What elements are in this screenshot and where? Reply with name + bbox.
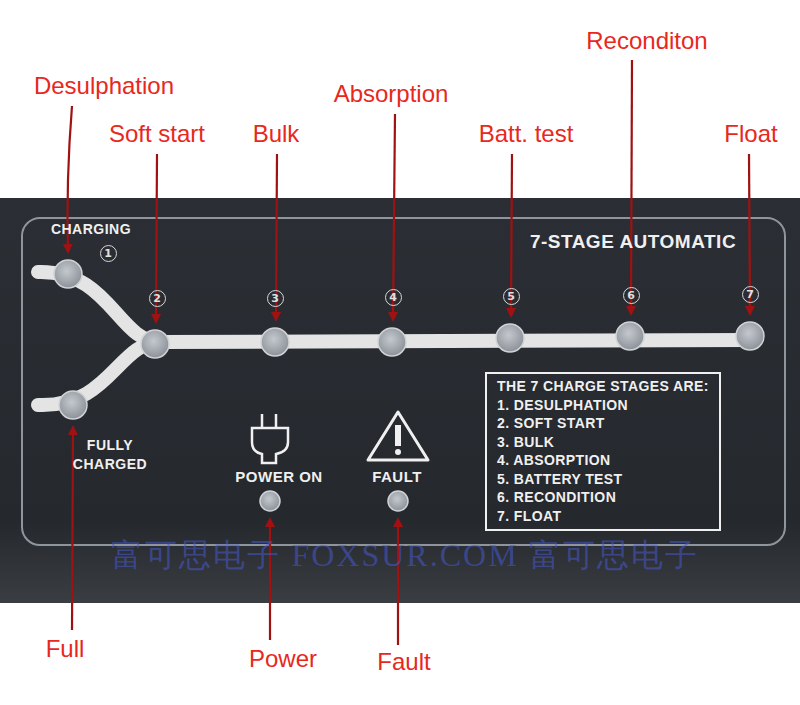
list-item: 4. ABSORPTION <box>497 451 709 470</box>
list-item: 6. RECONDITION <box>497 488 709 507</box>
led-lamps <box>54 260 764 511</box>
stage-number: 7 <box>742 286 759 303</box>
callout-label: Fault <box>377 648 430 676</box>
callout-label: Full <box>46 635 85 663</box>
callout-label: Float <box>724 120 777 148</box>
stage-number: 3 <box>267 290 284 307</box>
stage-number: 6 <box>623 287 640 304</box>
stage-list-box: THE 7 CHARGE STAGES ARE:1. DESULPHATION2… <box>485 372 721 531</box>
stage-number: 4 <box>385 289 402 306</box>
callout-label: Bulk <box>253 120 300 148</box>
stage-number: 1 <box>100 245 117 262</box>
panel-text: FULLY CHARGED <box>62 436 158 474</box>
list-heading: THE 7 CHARGE STAGES ARE: <box>497 377 709 396</box>
list-item: 2. SOFT START <box>497 414 709 433</box>
stage-track <box>38 272 752 405</box>
callout-arrows <box>68 60 751 645</box>
panel-ground <box>0 198 800 603</box>
list-item: 7. FLOAT <box>497 507 709 526</box>
list-item: 5. BATTERY TEST <box>497 470 709 489</box>
callout-label: Batt. test <box>479 120 574 148</box>
callout-label: Power <box>249 645 317 673</box>
panel-text: POWER ON <box>235 468 322 485</box>
list-item: 3. BULK <box>497 433 709 452</box>
watermark: 富可思电子 FOXSUR.COM 富可思电子 <box>111 534 698 578</box>
panel-text: 7-STAGE AUTOMATIC <box>530 231 736 253</box>
panel-text: CHARGING <box>51 221 131 237</box>
callout-label: Absorption <box>334 80 449 108</box>
stage-number: 2 <box>149 290 166 307</box>
warning-icon <box>368 412 428 460</box>
callout-label: Soft start <box>109 120 205 148</box>
callout-label: Desulphation <box>34 72 174 100</box>
stage-number: 5 <box>503 288 520 305</box>
panel-border <box>22 218 785 545</box>
plug-icon <box>252 414 288 463</box>
panel-text: FAULT <box>372 468 422 485</box>
list-item: 1. DESULPHATION <box>497 396 709 415</box>
callout-label: Reconditon <box>586 27 707 55</box>
